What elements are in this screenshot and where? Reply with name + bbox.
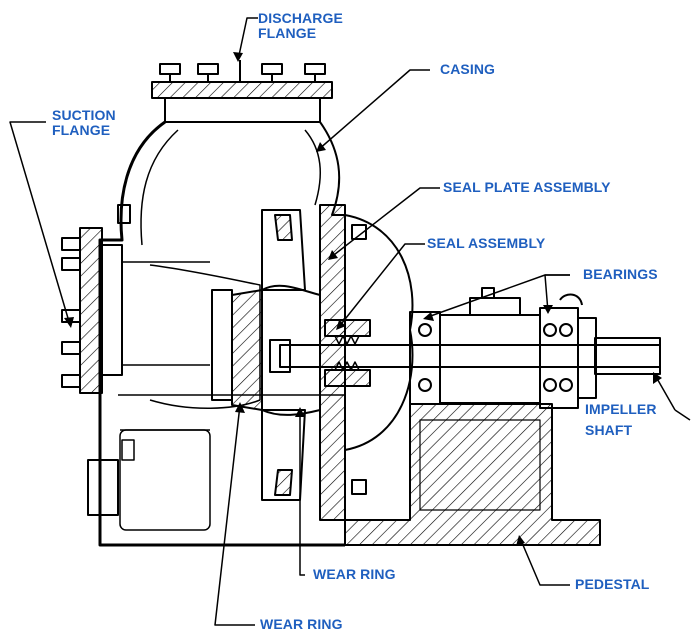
label-seal-plate-assembly: SEAL PLATE ASSEMBLY — [443, 179, 611, 195]
pedestal-part — [344, 403, 601, 546]
label-casing: CASING — [440, 61, 496, 77]
label-bearings: BEARINGS — [583, 266, 658, 282]
casing-part — [87, 120, 345, 547]
leader-arrows — [64, 52, 662, 546]
label-shaft: SHAFT — [585, 422, 633, 438]
discharge-flange-part — [151, 60, 333, 123]
label-discharge-flange: DISCHARGE FLANGE — [258, 10, 343, 41]
label-seal-assembly: SEAL ASSEMBLY — [427, 235, 546, 251]
leader-lines — [9, 17, 691, 626]
impeller-part — [231, 209, 321, 501]
label-wear-ring-lower: WEAR RING — [260, 616, 343, 632]
bearing-housing-part — [409, 287, 597, 409]
seal-assembly-part — [324, 319, 371, 387]
label-wear-ring-upper: WEAR RING — [313, 566, 396, 582]
suction-flange-part — [61, 227, 210, 394]
label-pedestal: PEDESTAL — [575, 576, 650, 592]
label-suction-flange: SUCTION FLANGE — [52, 107, 116, 138]
label-impeller: IMPELLER — [585, 401, 657, 417]
